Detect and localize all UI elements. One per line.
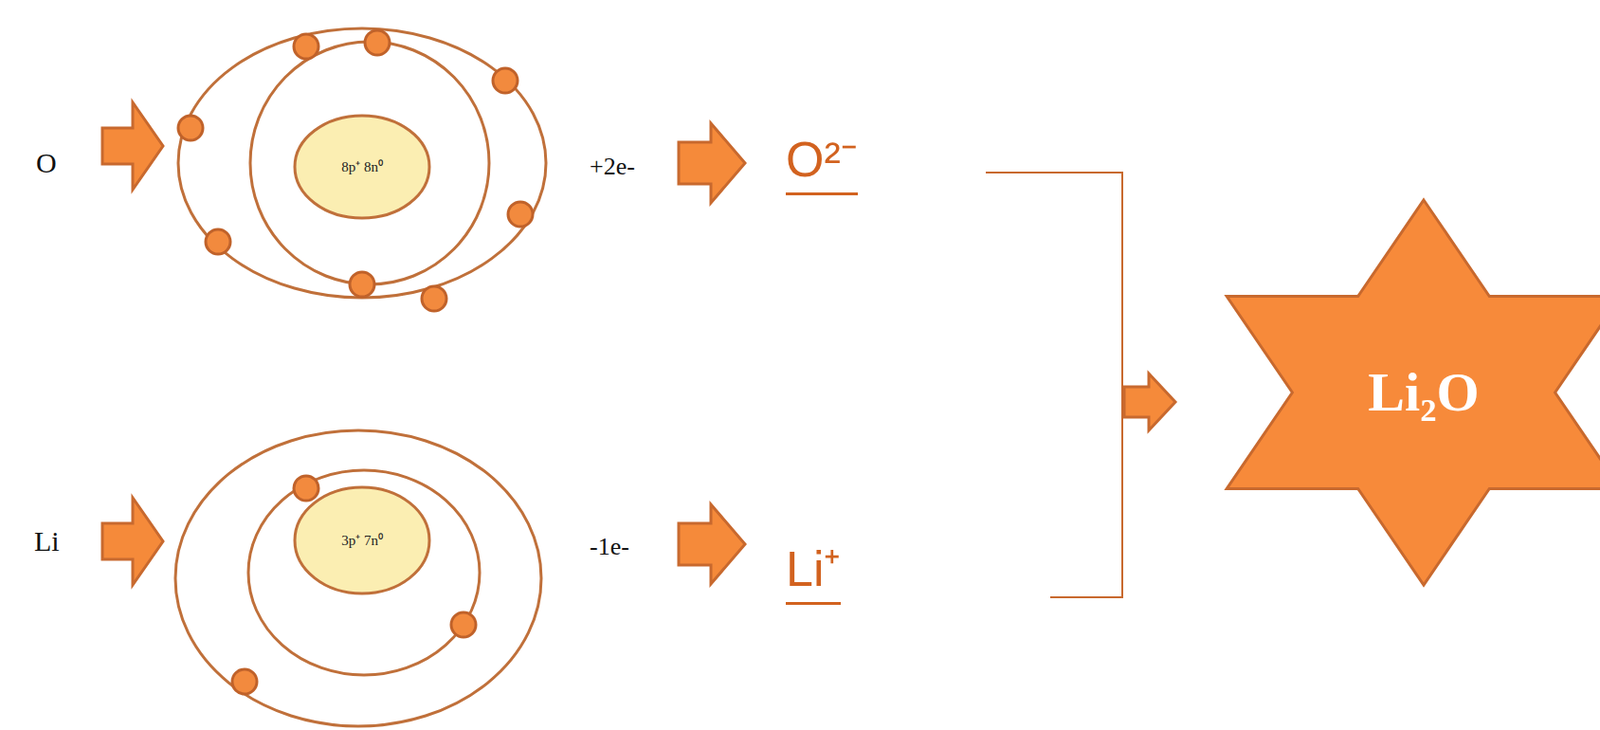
electron bbox=[293, 475, 319, 501]
compound-star: Li₂O bbox=[1196, 198, 1600, 587]
element-symbol: Li bbox=[34, 525, 60, 558]
electron bbox=[178, 115, 203, 141]
outer-shell bbox=[175, 430, 542, 727]
electron bbox=[349, 272, 375, 297]
electron bbox=[492, 68, 518, 93]
block-arrow bbox=[678, 123, 746, 203]
shape-outline bbox=[1226, 200, 1600, 585]
block-arrow bbox=[1124, 373, 1176, 431]
nucleus-label: 8p⁺ 8n⁰ bbox=[341, 158, 383, 177]
electron-change: -1e- bbox=[589, 532, 630, 562]
block-arrow bbox=[102, 497, 164, 585]
electron bbox=[451, 612, 476, 637]
electron bbox=[232, 669, 257, 694]
electron bbox=[421, 286, 447, 311]
electron bbox=[508, 201, 533, 227]
bracket-line bbox=[985, 172, 1123, 598]
shape-outline bbox=[294, 487, 430, 594]
inner-shell bbox=[250, 41, 490, 285]
electron bbox=[364, 30, 390, 55]
electron-change: +2e- bbox=[589, 152, 636, 182]
nucleus-circle: 3p⁺ 7n⁰ bbox=[292, 485, 432, 596]
ion-label: Li⁺ bbox=[785, 532, 841, 605]
inner-shell bbox=[248, 470, 480, 675]
element-symbol: O bbox=[36, 146, 57, 180]
ion-label: O²⁻ bbox=[785, 123, 858, 196]
block-arrow bbox=[678, 504, 746, 584]
nucleus-circle: 8p⁺ 8n⁰ bbox=[292, 113, 432, 220]
shape-outline bbox=[294, 115, 430, 219]
outer-shell bbox=[178, 28, 546, 298]
compound-formula: Li₂O bbox=[1367, 358, 1479, 428]
nucleus-label: 3p⁺ 7n⁰ bbox=[341, 531, 383, 550]
electron bbox=[293, 34, 319, 59]
electron bbox=[205, 229, 231, 255]
block-arrow bbox=[102, 102, 164, 190]
